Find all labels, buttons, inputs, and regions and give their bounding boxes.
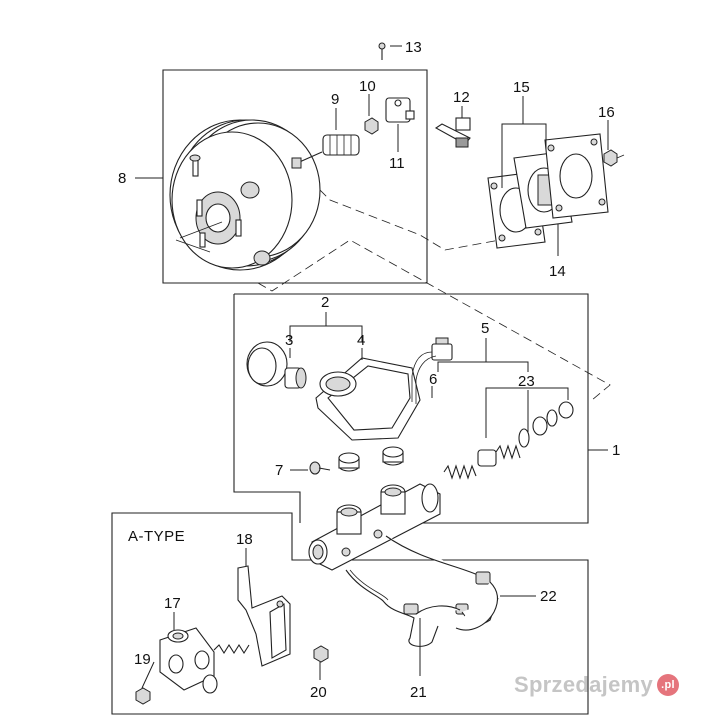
callout-11: 11 <box>389 155 405 172</box>
reservoir-screw <box>309 461 331 475</box>
a-type-frame <box>111 512 589 715</box>
callout-7: 7 <box>275 462 283 479</box>
callout-19: 19 <box>134 651 151 668</box>
mounting-bracket <box>237 565 291 667</box>
nut-20 <box>313 645 329 663</box>
small-pin <box>378 42 386 60</box>
callout-9: 9 <box>331 91 339 108</box>
callout-labels: 1 2 3 4 5 6 7 8 9 10 11 12 13 14 15 16 1… <box>118 39 620 701</box>
callout-3: 3 <box>285 332 293 349</box>
reservoir-grommet-right <box>382 446 404 466</box>
brake-pipe-22 <box>385 535 499 631</box>
master-cylinder-assembly-frame <box>233 293 589 524</box>
callout-8: 8 <box>118 170 126 187</box>
clevis-pin <box>434 117 471 148</box>
callout-13: 13 <box>405 39 422 56</box>
callout-10: 10 <box>359 78 376 95</box>
watermark-badge: .pl <box>657 674 679 696</box>
proportioning-valve <box>159 627 250 694</box>
callout-4: 4 <box>357 332 365 349</box>
reference-dashed-line <box>299 169 501 251</box>
watermark: Sprzedajemy .pl <box>514 672 679 698</box>
callout-2: 2 <box>321 294 329 311</box>
leader-lines <box>135 45 609 689</box>
clevis-yoke <box>385 97 415 123</box>
reservoir-tank <box>315 357 421 441</box>
callout-21: 21 <box>410 684 427 701</box>
callout-18: 18 <box>236 531 253 548</box>
callout-17: 17 <box>164 595 181 612</box>
booster-stud-bolts <box>189 154 242 248</box>
callout-5: 5 <box>481 320 489 337</box>
callout-14: 14 <box>549 263 566 280</box>
callout-23: 23 <box>518 373 535 390</box>
a-type-section-label: A-TYPE <box>128 528 185 545</box>
booster-push-rod <box>291 151 323 169</box>
lock-nut <box>364 117 379 135</box>
clevis-boot <box>322 134 360 156</box>
callout-22: 22 <box>540 588 557 605</box>
master-cylinder-body <box>308 483 441 571</box>
callout-16: 16 <box>598 104 615 121</box>
level-sensor-connector <box>411 337 453 404</box>
callout-15: 15 <box>513 79 530 96</box>
reservoir-cap <box>246 341 307 389</box>
callout-6: 6 <box>429 371 437 388</box>
callout-12: 12 <box>453 89 470 106</box>
callout-1: 1 <box>612 442 620 459</box>
watermark-text: Sprzedajemy <box>513 672 653 697</box>
brake-booster <box>169 119 321 271</box>
bolt-19 <box>135 687 151 705</box>
callout-20: 20 <box>310 684 327 701</box>
gasket-rear <box>544 133 609 219</box>
piston-spring-kit <box>443 401 574 480</box>
nut-16 <box>603 149 625 167</box>
reservoir-grommet-left <box>338 452 360 472</box>
